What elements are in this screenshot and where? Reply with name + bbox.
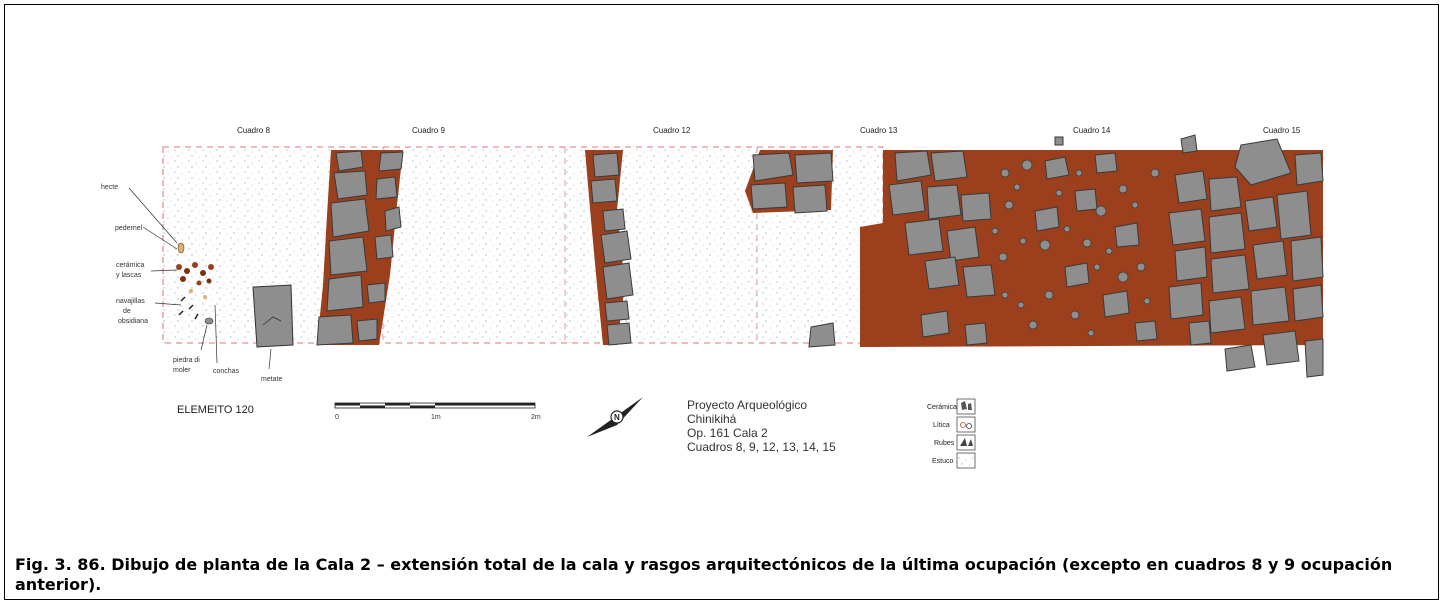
stones-cuadro-14 — [888, 136, 1158, 346]
cuadro-12-label: Cuadro 12 — [653, 126, 691, 135]
label-navajillas-3: obsidiana — [118, 318, 148, 325]
stones-cuadro-12 — [590, 152, 634, 346]
scale-label-0: 0 — [335, 414, 339, 421]
figure-frame: Cuadro 8 Cuadro 9 Cuadro 12 Cuadro 13 Cu… — [4, 4, 1439, 600]
svg-text:N: N — [614, 413, 620, 422]
project-line-2: Chinikihá — [687, 412, 737, 426]
project-line-1: Proyecto Arqueológico — [687, 398, 807, 412]
label-hecte: hecte — [101, 184, 118, 191]
scale-label-2m: 2m — [531, 414, 541, 421]
legend-ceramica: Cerámica — [927, 404, 957, 411]
label-navajillas-1: navajillas — [116, 298, 145, 305]
cuadro-14-label: Cuadro 14 — [1073, 126, 1111, 135]
label-pedernal: pedernel — [115, 225, 143, 232]
label-ceramica-1: cerámica — [116, 262, 145, 269]
project-line-3: Op. 161 Cala 2 — [687, 426, 768, 440]
project-line-4: Cuadros 8, 9, 12, 13, 14, 15 — [687, 440, 836, 454]
label-navajillas-2: de — [123, 308, 131, 315]
legend-rubes: Rubes — [934, 440, 955, 447]
legend-estuco: Estuco — [932, 458, 954, 465]
stones-cuadro-13 — [750, 152, 836, 348]
scale-bar — [334, 402, 536, 409]
legend — [956, 398, 976, 469]
cuadro-15-label: Cuadro 15 — [1263, 126, 1301, 135]
annotation-leaders — [128, 187, 272, 370]
label-ceramica-2: y lascas — [116, 272, 142, 279]
cuadro-8-label: Cuadro 8 — [237, 126, 270, 135]
north-arrow-icon: N — [587, 397, 643, 437]
label-metate: metate — [261, 376, 283, 383]
scale-label-1m: 1m — [431, 414, 441, 421]
figure-caption: Fig. 3. 86. Dibujo de planta de la Cala … — [15, 555, 1393, 594]
stones-cuadro-9 — [316, 150, 404, 346]
artifact-cluster — [176, 242, 294, 348]
stones-cuadro-15 — [1168, 134, 1324, 378]
label-piedra-2: moler — [173, 367, 191, 374]
pebble-scatter — [991, 159, 1160, 337]
legend-litica: Lítica — [933, 422, 950, 429]
cuadro-13-label: Cuadro 13 — [860, 126, 898, 135]
element-label: ELEMEITO 120 — [177, 404, 254, 416]
label-piedra-1: piedra di — [173, 357, 200, 364]
cuadro-9-label: Cuadro 9 — [412, 126, 445, 135]
site-plan-drawing: Cuadro 8 Cuadro 9 Cuadro 12 Cuadro 13 Cu… — [101, 126, 1324, 469]
label-conchas: conchas — [213, 368, 240, 375]
